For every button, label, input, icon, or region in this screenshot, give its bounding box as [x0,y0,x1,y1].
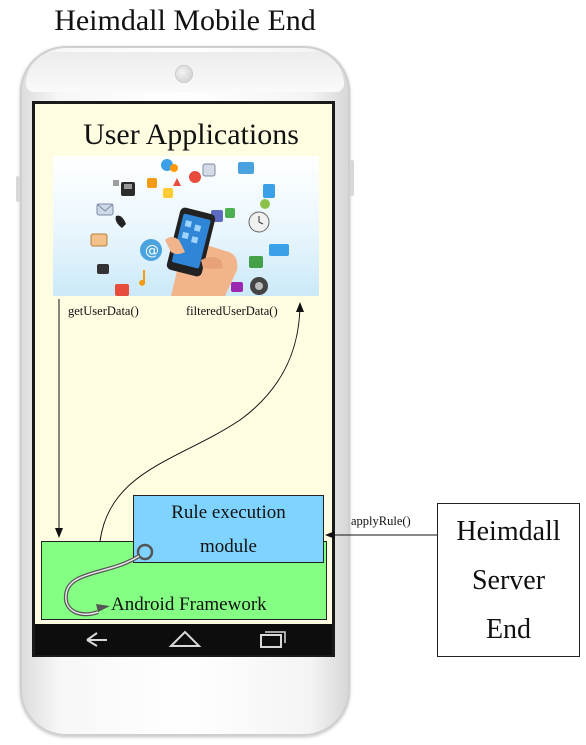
heimdall-server-end-box: Heimdall Server End [437,503,580,657]
user-applications-title: User Applications [83,118,299,151]
rule-module-line1: Rule execution [171,502,286,523]
android-framework-label: Android Framework [111,594,267,615]
rule-module-line2: module [200,536,257,557]
apps-illustration-graphic: @ [90,159,289,296]
volume-button [350,160,354,196]
back-icon[interactable] [86,632,107,647]
hand-holding-phone [165,207,238,296]
server-line3: End [485,613,532,645]
server-line1: Heimdall [456,515,561,547]
recent-apps-icon[interactable] [260,631,286,648]
power-button [16,176,20,202]
diagram-title: Heimdall Mobile End [54,4,316,37]
filtered-user-data-label: filteredUserData() [186,304,278,318]
apply-rule-label: applyRule() [351,514,411,528]
home-icon[interactable] [168,630,202,647]
rule-execution-module-box: Rule execution module [133,495,324,563]
apps-illustration: @ [53,156,319,296]
hook-icon [63,543,154,617]
svg-text:@: @ [145,243,159,259]
server-line2: Server [471,564,546,596]
get-user-data-label: getUserData() [68,304,139,318]
front-camera-icon [176,66,192,82]
android-navigation-bar [35,624,332,655]
filtered-user-data-arrow [99,302,304,542]
